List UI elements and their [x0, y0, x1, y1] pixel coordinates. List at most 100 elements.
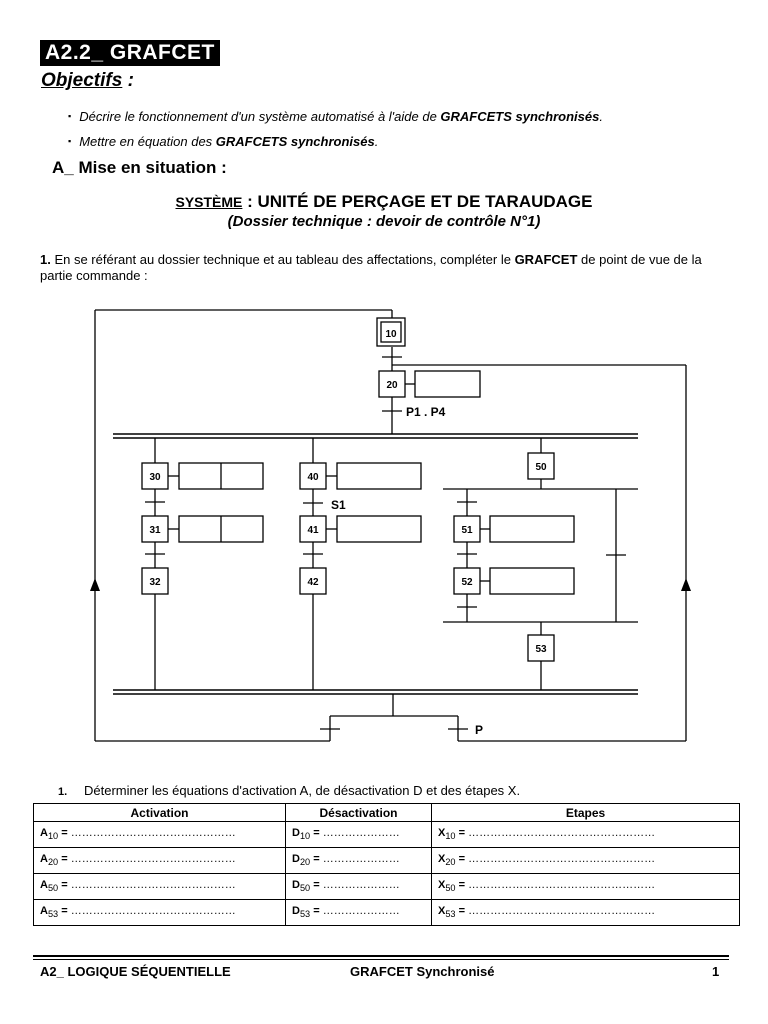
step-50-label: 50: [535, 462, 547, 473]
system-name: UNITÉ DE PERÇAGE ET DE TARAUDAGE: [257, 192, 593, 211]
step-30-label: 30: [149, 472, 161, 483]
desactivation-cell[interactable]: D50 = …………………: [285, 873, 432, 900]
transition-20-condition: P1 . P4: [406, 405, 446, 419]
activation-var: A: [40, 853, 48, 866]
step-subscript: 10: [299, 831, 311, 842]
objective-end: .: [374, 134, 379, 149]
blank-line: …………………: [322, 879, 400, 892]
col-header-activation: Activation: [33, 803, 286, 822]
equals-sign: =: [455, 879, 466, 892]
activation-cell[interactable]: A10 = ………………………………………: [33, 821, 286, 848]
step-42: [299, 567, 327, 595]
activation-var: A: [40, 879, 48, 892]
objective-item-1: ▪Décrire le fonctionnement d'un système …: [68, 109, 603, 124]
step-subscript: 50: [47, 883, 59, 894]
blank-line: ………………………………………: [70, 827, 236, 840]
objective-item-2: ▪Mettre en équation des GRAFCETS synchro…: [68, 134, 378, 149]
page-number: 1: [712, 964, 720, 979]
system-label: SYSTÈME: [175, 194, 243, 210]
step-subscript: 20: [47, 857, 59, 868]
etape-cell[interactable]: X20 = ……………………………………………: [431, 847, 740, 874]
step-subscript: 53: [299, 909, 311, 920]
equations-table-body: A10 = ……………………………………… D10 = ………………… X10 …: [33, 821, 740, 926]
footer-rule-thin: [33, 959, 729, 960]
col-header-etapes: Etapes: [431, 803, 740, 822]
blank-line: ………………………………………: [70, 905, 236, 918]
step-subscript: 20: [299, 857, 311, 868]
activation-cell[interactable]: A53 = ………………………………………: [33, 899, 286, 926]
question-1: 1. En se référant au dossier technique e…: [40, 252, 720, 284]
etape-var: X: [438, 905, 446, 918]
objectifs-colon: :: [122, 70, 134, 91]
equals-sign: =: [58, 827, 68, 840]
blank-line: ………………………………………: [70, 879, 236, 892]
dossier-subtitle: (Dossier technique : devoir de contrôle …: [227, 213, 541, 230]
system-sep: :: [242, 192, 258, 211]
step-40-label: 40: [307, 472, 319, 483]
section-heading: A_ Mise en situation :: [52, 158, 227, 177]
table-row: A50 = ……………………………………… D50 = ………………… X50 …: [33, 873, 740, 900]
etape-cell[interactable]: X53 = ……………………………………………: [431, 899, 740, 926]
table-row: A10 = ……………………………………… D10 = ………………… X10 …: [33, 821, 740, 848]
desactivation-cell[interactable]: D10 = …………………: [285, 821, 432, 848]
objective-bold: GRAFCETS synchronisés: [440, 109, 600, 124]
step-subscript: 10: [445, 831, 456, 842]
desactivation-cell[interactable]: D53 = …………………: [285, 899, 432, 926]
blank-line: …………………: [322, 853, 400, 866]
footer-rule: [33, 955, 729, 957]
action-box-51: [489, 515, 575, 543]
question-bold: GRAFCET: [514, 252, 578, 267]
step-52-label: 52: [461, 577, 473, 588]
col-header-desactivation: Désactivation: [285, 803, 432, 822]
equals-sign: =: [310, 853, 320, 866]
step-53-label: 53: [535, 644, 547, 655]
equations-table: Activation Désactivation Etapes A10 = ………: [33, 803, 740, 926]
footer-center: GRAFCET Synchronisé: [350, 964, 495, 979]
desactivation-var: D: [292, 827, 300, 840]
activation-cell[interactable]: A50 = ………………………………………: [33, 873, 286, 900]
equals-sign: =: [455, 827, 466, 840]
activation-cell[interactable]: A20 = ………………………………………: [33, 847, 286, 874]
step-40: [299, 462, 327, 490]
step-41-label: 41: [307, 525, 319, 536]
equals-sign: =: [455, 853, 466, 866]
equals-sign: =: [310, 827, 320, 840]
step-51: [453, 515, 481, 543]
table-header-row: Activation Désactivation Etapes: [33, 803, 740, 822]
question-text: En se référant au dossier technique et a…: [50, 252, 515, 267]
transition-p-condition: P: [475, 723, 483, 737]
blank-line: ……………………………………………: [468, 879, 656, 892]
step-subscript: 50: [299, 883, 311, 894]
table-row: A20 = ……………………………………… D20 = ………………… X20 …: [33, 847, 740, 874]
equals-sign: =: [310, 879, 320, 892]
step-subscript: 50: [445, 883, 456, 894]
table-row: A53 = ……………………………………… D53 = ………………… X53 …: [33, 899, 740, 926]
question-text-end: de point de vue de la partie commande :: [40, 252, 702, 283]
desactivation-var: D: [292, 879, 300, 892]
question-2-text: Déterminer les équations d'activation A,…: [84, 783, 521, 798]
desactivation-cell[interactable]: D20 = …………………: [285, 847, 432, 874]
etape-var: X: [438, 853, 446, 866]
etape-var: X: [438, 879, 446, 892]
question-2-number: 1.: [58, 786, 68, 798]
desactivation-var: D: [292, 905, 300, 918]
action-box-41: [336, 515, 422, 543]
step-31-label: 31: [149, 525, 161, 536]
etape-cell[interactable]: X10 = ……………………………………………: [431, 821, 740, 848]
objective-bold: GRAFCETS synchronisés: [215, 134, 375, 149]
step-31: [141, 515, 169, 543]
action-box-40: [336, 462, 422, 490]
etape-cell[interactable]: X50 = ……………………………………………: [431, 873, 740, 900]
equals-sign: =: [455, 905, 466, 918]
bullet-icon: ▪: [68, 136, 72, 146]
grafcet-diagram: 10 20 30 31 32 40 41 42 50 51 52 5: [90, 309, 691, 742]
step-10-label: 10: [385, 329, 397, 340]
step-50: [527, 452, 555, 480]
blank-line: …………………: [322, 827, 400, 840]
footer-left: A2_ LOGIQUE SÉQUENTIELLE: [40, 964, 231, 979]
bullet-icon: ▪: [68, 111, 72, 121]
step-41: [299, 515, 327, 543]
etape-var: X: [438, 827, 446, 840]
step-51-label: 51: [461, 525, 473, 536]
step-subscript: 53: [47, 909, 59, 920]
